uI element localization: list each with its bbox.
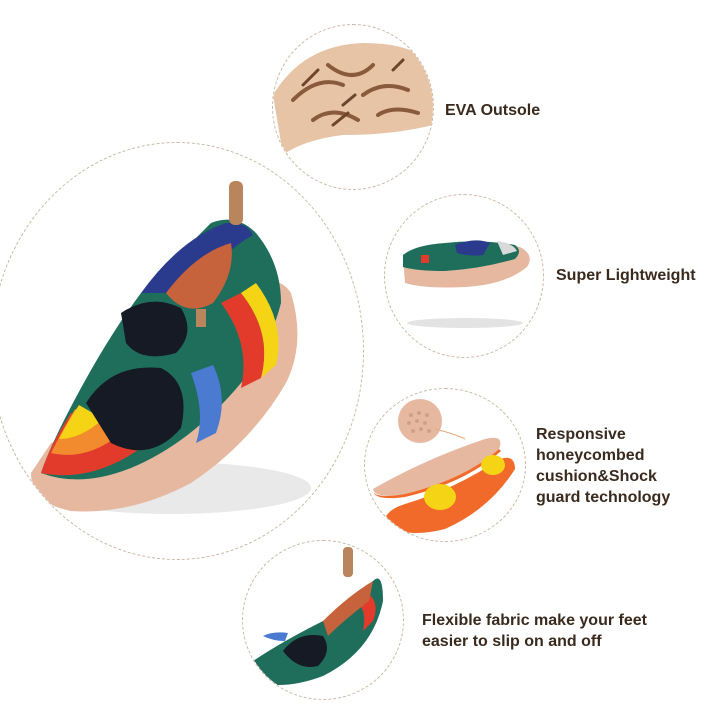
lightweight-circle bbox=[384, 194, 544, 358]
flexible-label-line-1: Flexible fabric make your feet bbox=[422, 612, 647, 629]
hero-shoe-circle bbox=[0, 142, 364, 560]
flexible-label: Flexible fabric make your feet easier to… bbox=[422, 610, 712, 652]
cushion-label-line-3: cushion&Shock bbox=[536, 468, 657, 485]
outsole-circle bbox=[272, 24, 434, 190]
outsole-image bbox=[273, 43, 433, 155]
cushion-circle bbox=[364, 388, 526, 542]
flexible-label-line-2: easier to slip on and off bbox=[422, 633, 602, 650]
cushion-label-line-2: honeycombed bbox=[536, 447, 645, 464]
hero-shoe-image bbox=[31, 181, 311, 514]
cushion-label-line-1: Responsive bbox=[536, 426, 626, 443]
lightweight-label: Super Lightweight bbox=[556, 267, 696, 284]
flexible-circle bbox=[242, 540, 404, 700]
cushion-label: Responsive honeycombed cushion&Shock gua… bbox=[536, 424, 716, 508]
lightweight-shoe-image bbox=[403, 240, 530, 328]
flexible-shoe-image bbox=[253, 547, 383, 685]
outsole-label: EVA Outsole bbox=[445, 102, 541, 119]
cushion-label-line-4: guard technology bbox=[536, 489, 671, 506]
insole-image bbox=[373, 399, 515, 533]
